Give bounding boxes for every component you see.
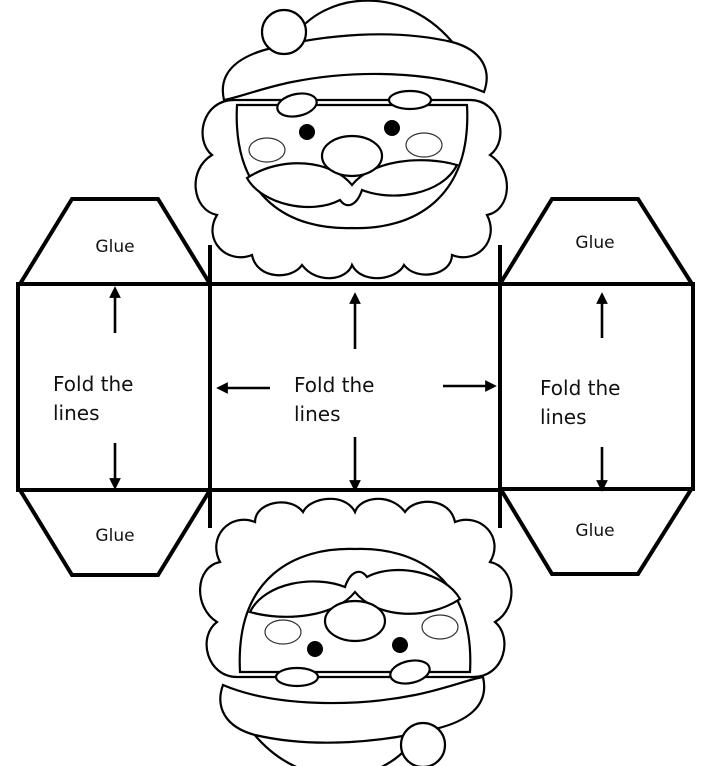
glue-flap-left-top <box>18 197 212 286</box>
glue-label: Glue <box>95 237 134 257</box>
fold-instruction: Fold the <box>294 373 374 397</box>
santa-bottom <box>198 497 513 766</box>
santa-top <box>194 0 509 280</box>
fold-instruction: Fold the <box>540 376 620 400</box>
fold-instruction: Fold the <box>53 372 133 396</box>
glue-flap-right-top <box>498 197 694 286</box>
fold-instruction: lines <box>540 405 587 429</box>
fold-instruction: lines <box>294 402 341 426</box>
glue-flap-left-bottom <box>18 488 212 577</box>
glue-label: Glue <box>95 526 134 546</box>
fold-instruction: lines <box>53 401 100 425</box>
glue-flap-right-bottom <box>498 486 694 576</box>
glue-label: Glue <box>575 233 614 253</box>
glue-label: Glue <box>575 521 614 541</box>
